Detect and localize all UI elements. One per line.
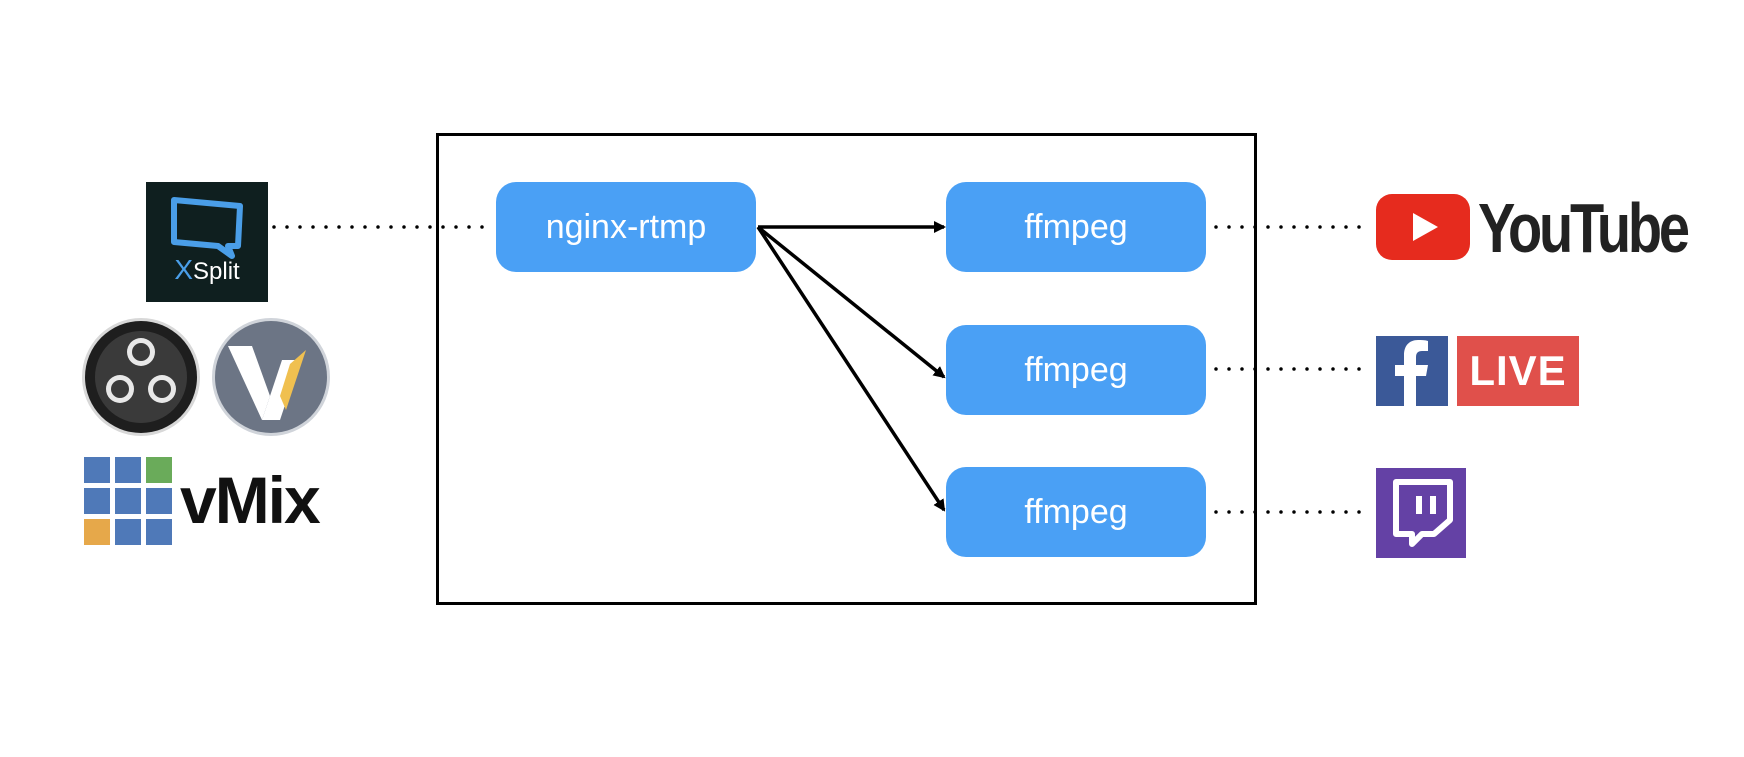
xsplit-logo: XSplit	[146, 182, 268, 302]
ffmpeg-node-twitch: ffmpeg	[946, 467, 1206, 557]
obs-studio-icon	[82, 318, 200, 436]
youtube-play-icon	[1376, 194, 1470, 260]
xsplit-wordmark: XSplit	[174, 254, 240, 285]
nginx-rtmp-node: nginx-rtmp	[496, 182, 756, 272]
ffmpeg-node-youtube: ffmpeg	[946, 182, 1206, 272]
twitch-icon	[1376, 468, 1466, 558]
facebook-live-badge: LIVE	[1457, 336, 1579, 406]
youtube-wordmark: YouTube	[1478, 189, 1690, 267]
ffmpeg-node-facebook: ffmpeg	[946, 325, 1206, 415]
facebook-icon	[1376, 336, 1448, 406]
wirecast-icon	[212, 318, 330, 436]
vmix-grid-icon	[84, 457, 172, 545]
xsplit-screen-icon	[171, 197, 243, 259]
vmix-wordmark: vMix	[180, 463, 321, 537]
